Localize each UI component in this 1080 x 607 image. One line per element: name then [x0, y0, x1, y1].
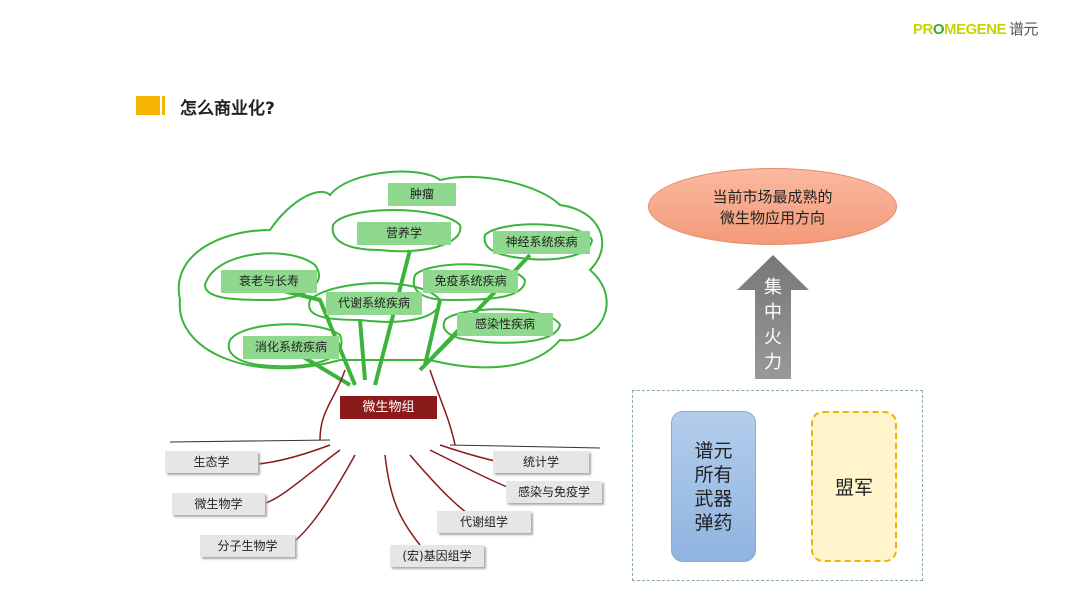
leaf-label: 感染性疾病 [457, 313, 553, 336]
arrow-char: 中 [764, 302, 782, 323]
root-label: (宏)基因组学 [390, 545, 484, 567]
leaf-label: 衰老与长寿 [221, 270, 317, 293]
root-label: 感染与免疫学 [506, 481, 602, 503]
arrow-char: 力 [764, 352, 782, 373]
goal-line: 当前市场最成熟的 [712, 187, 833, 206]
leaf-label: 肿瘤 [388, 183, 456, 206]
logo-text: PR [913, 21, 933, 38]
slide-title: 怎么商业化? [180, 99, 275, 119]
own-line: 弹药 [694, 511, 733, 534]
arrow-char: 火 [764, 327, 782, 348]
leaf-label: 消化系统疾病 [243, 336, 339, 359]
trunk-label: 微生物组 [340, 396, 437, 419]
root-label: 微生物学 [172, 493, 265, 515]
arrow-label: 集 中 火 力 [760, 275, 786, 375]
own-resources-box: 谱元 所有 武器 弹药 [671, 411, 756, 562]
leaf-label: 代谢系统疾病 [326, 292, 422, 315]
leaf-label: 免疫系统疾病 [423, 270, 518, 293]
arrow-char: 集 [764, 277, 782, 298]
root-label: 统计学 [493, 451, 589, 473]
title-marker [136, 96, 160, 115]
root-label: 代谢组学 [437, 511, 531, 533]
allies-label: 盟军 [834, 477, 873, 499]
own-line: 武器 [694, 487, 733, 510]
own-line: 谱元 [694, 439, 733, 462]
ground-line [169, 439, 601, 449]
logo-text-cn: 谱元 [1009, 21, 1039, 38]
title-marker [162, 96, 165, 115]
logo-text: O [932, 21, 945, 38]
logo-text: MEGENE [944, 21, 1007, 38]
allies-box: 盟军 [811, 411, 897, 562]
root-label: 生态学 [165, 451, 258, 473]
leaf-label: 营养学 [357, 222, 451, 245]
root-label: 分子生物学 [200, 535, 295, 557]
resources-container [632, 390, 923, 581]
goal-ellipse: 当前市场最成熟的 微生物应用方向 [648, 168, 897, 245]
up-arrow-icon [737, 255, 809, 379]
goal-line: 微生物应用方向 [719, 208, 825, 227]
leaf-label: 神经系统疾病 [493, 231, 590, 254]
own-line: 所有 [694, 463, 733, 486]
